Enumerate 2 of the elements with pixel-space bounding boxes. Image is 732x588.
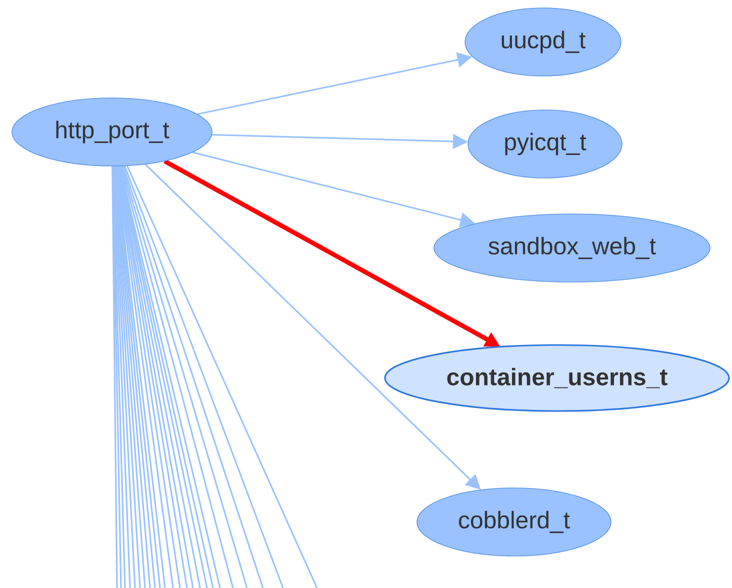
connector-line	[126, 165, 318, 588]
connector-line	[112, 166, 118, 588]
